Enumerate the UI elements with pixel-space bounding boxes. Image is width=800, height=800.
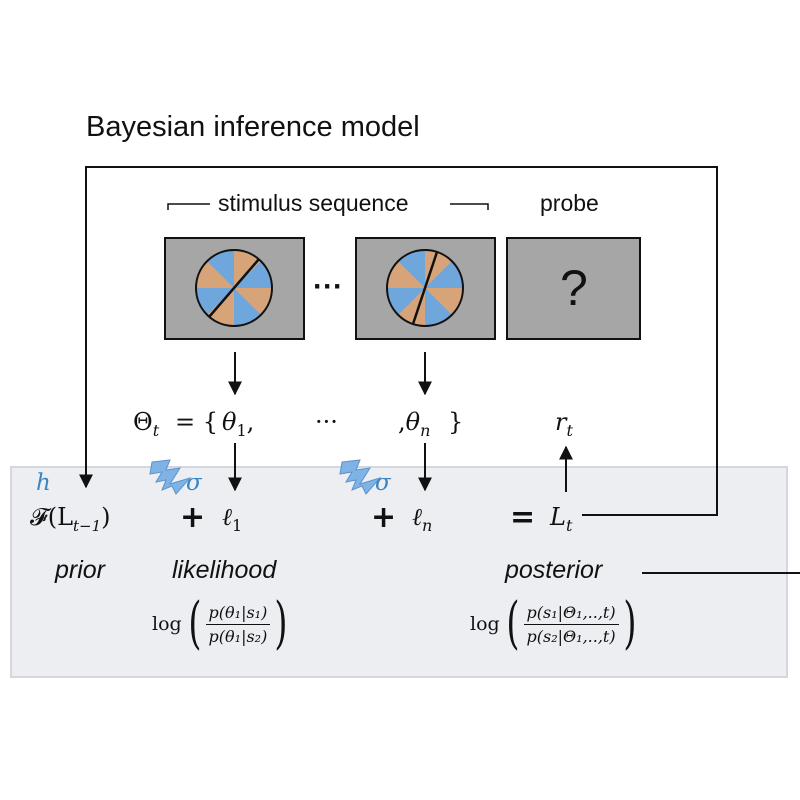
grating-stimulus-icon xyxy=(386,249,464,327)
posterior-denominator: p(s₂|Θ₁,..,t) xyxy=(523,623,619,646)
feedback-loop-line xyxy=(79,166,718,516)
sequence-bracket xyxy=(167,203,489,210)
lightning-icon xyxy=(339,459,382,495)
sigma-parameter-n: σ xyxy=(375,470,391,496)
likelihood-denominator: p(θ₁|s₂) xyxy=(205,623,271,646)
probe-label: probe xyxy=(540,190,599,216)
theta-ellipsis: ··· xyxy=(315,408,338,436)
lightning-icon xyxy=(149,459,192,495)
posterior-numerator: p(s₁|Θ₁,..,t) xyxy=(526,602,616,622)
h-parameter: h xyxy=(36,470,51,496)
theta-n: ,θn xyxy=(398,408,431,440)
set-close-brace: } xyxy=(448,408,464,436)
likelihood-caption: likelihood xyxy=(172,556,277,584)
plus-sign-1: + xyxy=(180,500,206,535)
stimulus-frame-1 xyxy=(164,237,305,340)
stimulus-frame-n xyxy=(355,237,496,340)
likelihood-formula: log ( p(θ₁|s₁) p(θ₁|s₂) ) xyxy=(152,591,288,656)
probe-frame xyxy=(506,237,641,340)
prior-caption: prior xyxy=(55,556,106,584)
likelihood-term-1: ℓ1 xyxy=(222,503,243,535)
posterior-term: Lt xyxy=(550,503,573,535)
response-label: rt xyxy=(555,408,573,440)
sequence-ellipsis: ··· xyxy=(313,270,343,303)
posterior-formula: log ( p(s₁|Θ₁,..,t) p(s₂|Θ₁,..,t) ) xyxy=(470,591,637,656)
plus-sign-n: + xyxy=(371,500,397,535)
theta-1: θ1, xyxy=(222,408,255,440)
sigma-parameter-1: σ xyxy=(186,470,202,496)
prior-term: 𝓕(Lt−1) xyxy=(30,503,111,535)
likelihood-term-n: ℓn xyxy=(412,503,433,535)
theta-set-label: Θt xyxy=(133,408,160,440)
probe-question-mark: ? xyxy=(560,260,588,316)
diagram-title: Bayesian inference model xyxy=(86,111,420,143)
likelihood-numerator: p(θ₁|s₁) xyxy=(208,602,268,622)
stimulus-sequence-label: stimulus sequence xyxy=(218,190,409,216)
set-open-brace: = { xyxy=(175,408,219,436)
posterior-caption: posterior xyxy=(505,556,603,584)
grating-stimulus-icon xyxy=(195,249,273,327)
equals-sign: = xyxy=(510,500,536,535)
